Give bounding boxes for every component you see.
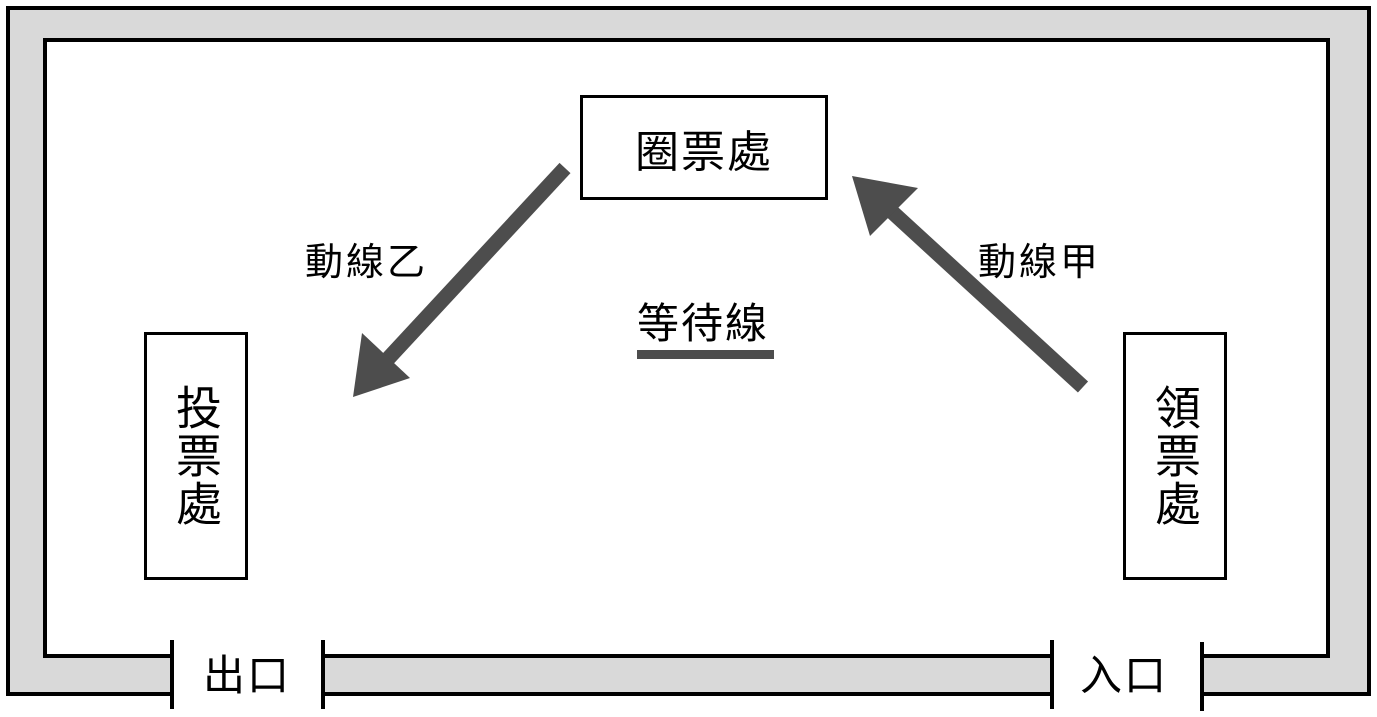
route-b-arrow-head xyxy=(353,333,410,397)
wall-segment-middle xyxy=(321,654,1054,696)
ballot-pickup-station: 領票處 xyxy=(1123,332,1227,580)
route-a-arrow-head xyxy=(852,176,918,236)
route-b-arrow-shaft xyxy=(379,162,571,368)
marking-station-label: 圈票處 xyxy=(635,126,773,178)
entrance-label: 入口 xyxy=(1080,651,1169,700)
route-a-label: 動線甲 xyxy=(978,240,1102,284)
marking-station: 圈票處 xyxy=(580,95,828,200)
ballot-pickup-station-label: 領票處 xyxy=(1148,384,1202,528)
waiting-line-mark xyxy=(637,350,774,359)
route-b-label: 動線乙 xyxy=(305,240,429,284)
voting-station: 投票處 xyxy=(144,332,248,580)
route-a-arrow-shaft xyxy=(884,204,1089,393)
exit-label: 出口 xyxy=(203,651,292,700)
waiting-line-label: 等待線 xyxy=(637,299,770,348)
voting-station-label: 投票處 xyxy=(169,384,223,528)
